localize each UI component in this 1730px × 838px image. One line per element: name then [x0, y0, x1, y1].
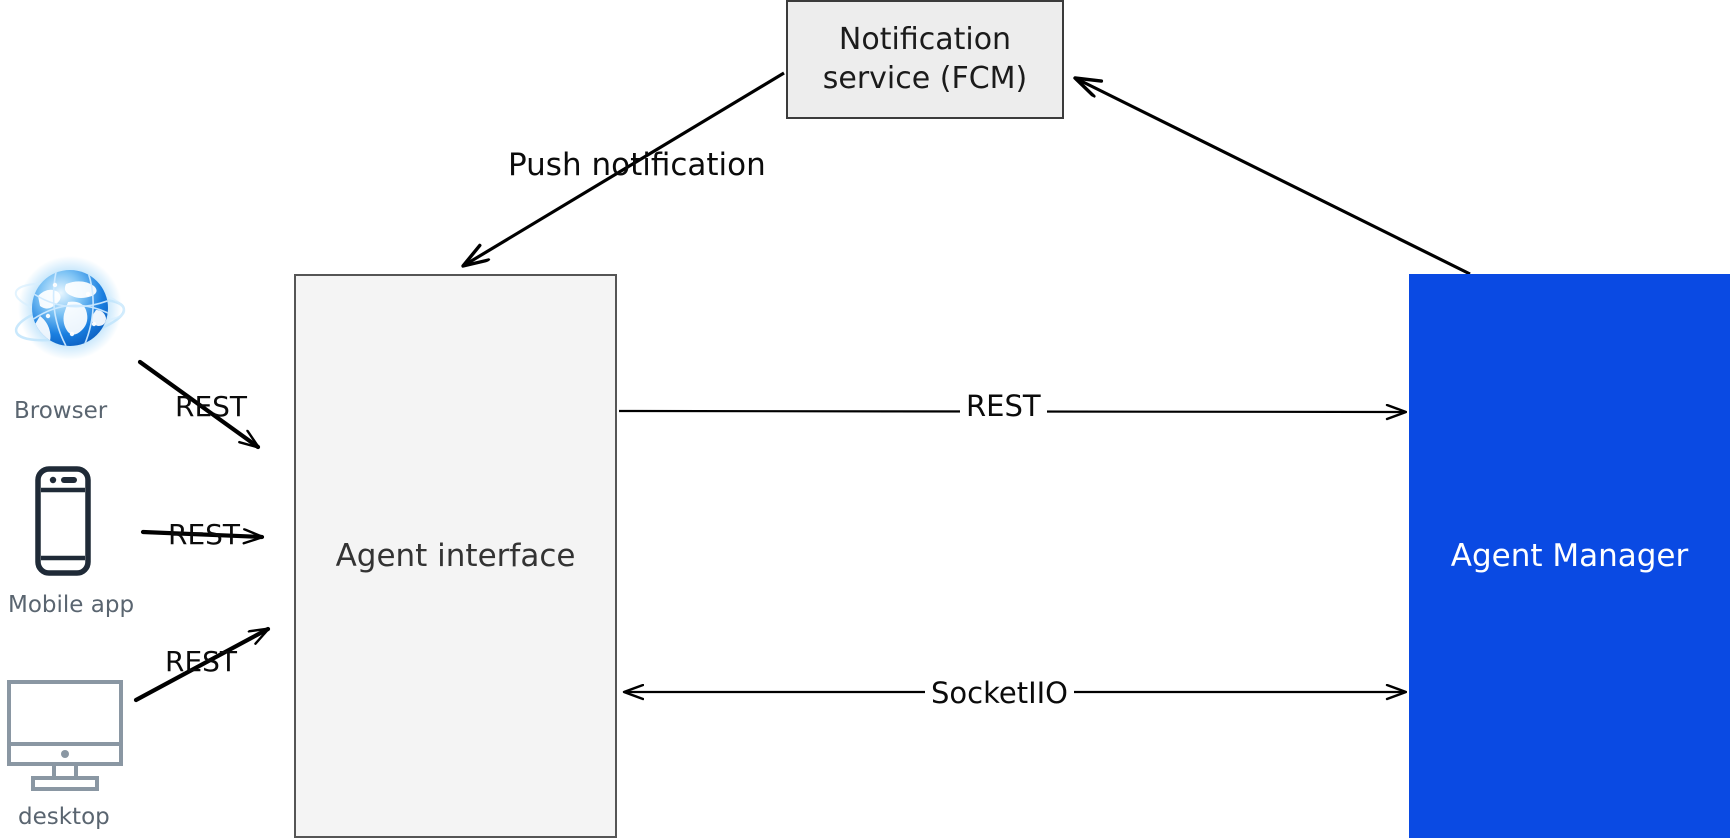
agent-interface-label: Agent interface [335, 538, 576, 574]
actor-caption-mobile: Mobile app [8, 592, 135, 618]
node-notification-service[interactable]: Notification service (FCM) [786, 0, 1064, 119]
edge-label-rest-mobile: REST [168, 518, 241, 551]
edge-label-rest-top: REST [960, 392, 1047, 421]
globe-icon [10, 250, 130, 370]
edge-rest-desktop [133, 626, 271, 703]
edge-label-rest-browser: REST [175, 390, 248, 423]
edge-label-push-notification: Push notification [508, 147, 766, 183]
actor-caption-desktop: desktop [18, 804, 110, 830]
edge-push-notification [463, 71, 785, 266]
node-agent-interface[interactable]: Agent interface [294, 274, 617, 838]
edge-manager-to-fcm [1075, 78, 1471, 276]
edge-label-rest-desktop: REST [165, 645, 238, 678]
notification-service-label-line2: service (FCM) [822, 60, 1028, 96]
notification-service-label-line1: Notification [838, 22, 1012, 58]
monitor-icon [6, 676, 124, 794]
actor-caption-browser: Browser [14, 398, 108, 424]
node-agent-manager[interactable]: Agent Manager [1409, 274, 1730, 838]
agent-manager-label: Agent Manager [1450, 538, 1689, 574]
edge-rest-mobile [140, 532, 262, 537]
smartphone-icon [35, 466, 91, 576]
edge-label-socketio: SocketIIO [925, 679, 1074, 708]
edge-rest-browser [137, 359, 261, 450]
